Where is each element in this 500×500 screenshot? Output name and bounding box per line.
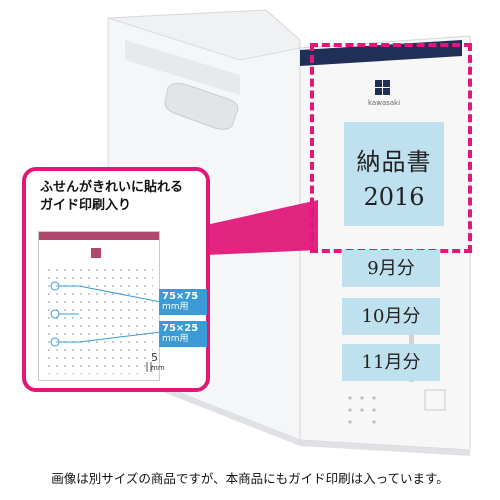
dimension-value: 5	[151, 351, 158, 364]
size-tag-75x75-size: 75×75	[162, 291, 199, 302]
sticky-note-1: 9月分	[342, 250, 440, 287]
mini-guide-circles	[50, 281, 161, 372]
mini-product-card	[38, 231, 161, 381]
guide-callout: ふせんがきれいに貼れる ガイド印刷入り 75×75 mm用 75×25 mm用 …	[22, 167, 210, 392]
callout-title-line2: ガイド印刷入り	[40, 198, 132, 213]
size-tag-75x75-unit: mm用	[162, 302, 189, 312]
brand-logo-icon	[375, 80, 390, 95]
sticky-label-main: 納品書 2016	[344, 122, 444, 226]
size-tag-75x25-unit: mm用	[162, 334, 189, 344]
sticky-note-3-text: 11月分	[361, 352, 421, 373]
spine-guide-square	[424, 389, 446, 411]
box-handle-hole	[164, 82, 239, 130]
size-tag-75x25: 75×25 mm用	[159, 321, 207, 347]
photo-caption: 画像は別サイズの商品ですが、本商品にもガイド印刷は入っています。	[51, 471, 449, 486]
mini-logo-icon	[91, 248, 101, 258]
sticky-label-line2: 2016	[363, 183, 425, 211]
sticky-label-line1: 納品書	[356, 148, 432, 176]
sticky-note-2-text: 10月分	[361, 306, 421, 327]
sticky-note-2: 10月分	[342, 298, 440, 335]
size-tag-75x25-size: 75×25	[162, 323, 199, 334]
dimension-label: 5 mm	[151, 351, 165, 372]
mini-card-dot-grid	[45, 266, 153, 374]
size-tag-75x75: 75×75 mm用	[159, 289, 207, 315]
mini-card-band	[39, 232, 159, 240]
callout-title-line1: ふせんがきれいに貼れる	[40, 180, 184, 195]
spine-guide-dots	[348, 396, 376, 424]
callout-pointer	[206, 200, 318, 255]
sticky-note-1-text: 9月分	[367, 258, 415, 279]
dimension-unit: mm	[151, 364, 165, 372]
box-inner-shadow	[125, 40, 240, 95]
brand-logo-text: kawasaki	[368, 99, 401, 107]
callout-title: ふせんがきれいに貼れる ガイド印刷入り	[40, 179, 205, 215]
box-bottom-edge	[158, 385, 470, 456]
sticky-note-3: 11月分	[342, 344, 440, 381]
